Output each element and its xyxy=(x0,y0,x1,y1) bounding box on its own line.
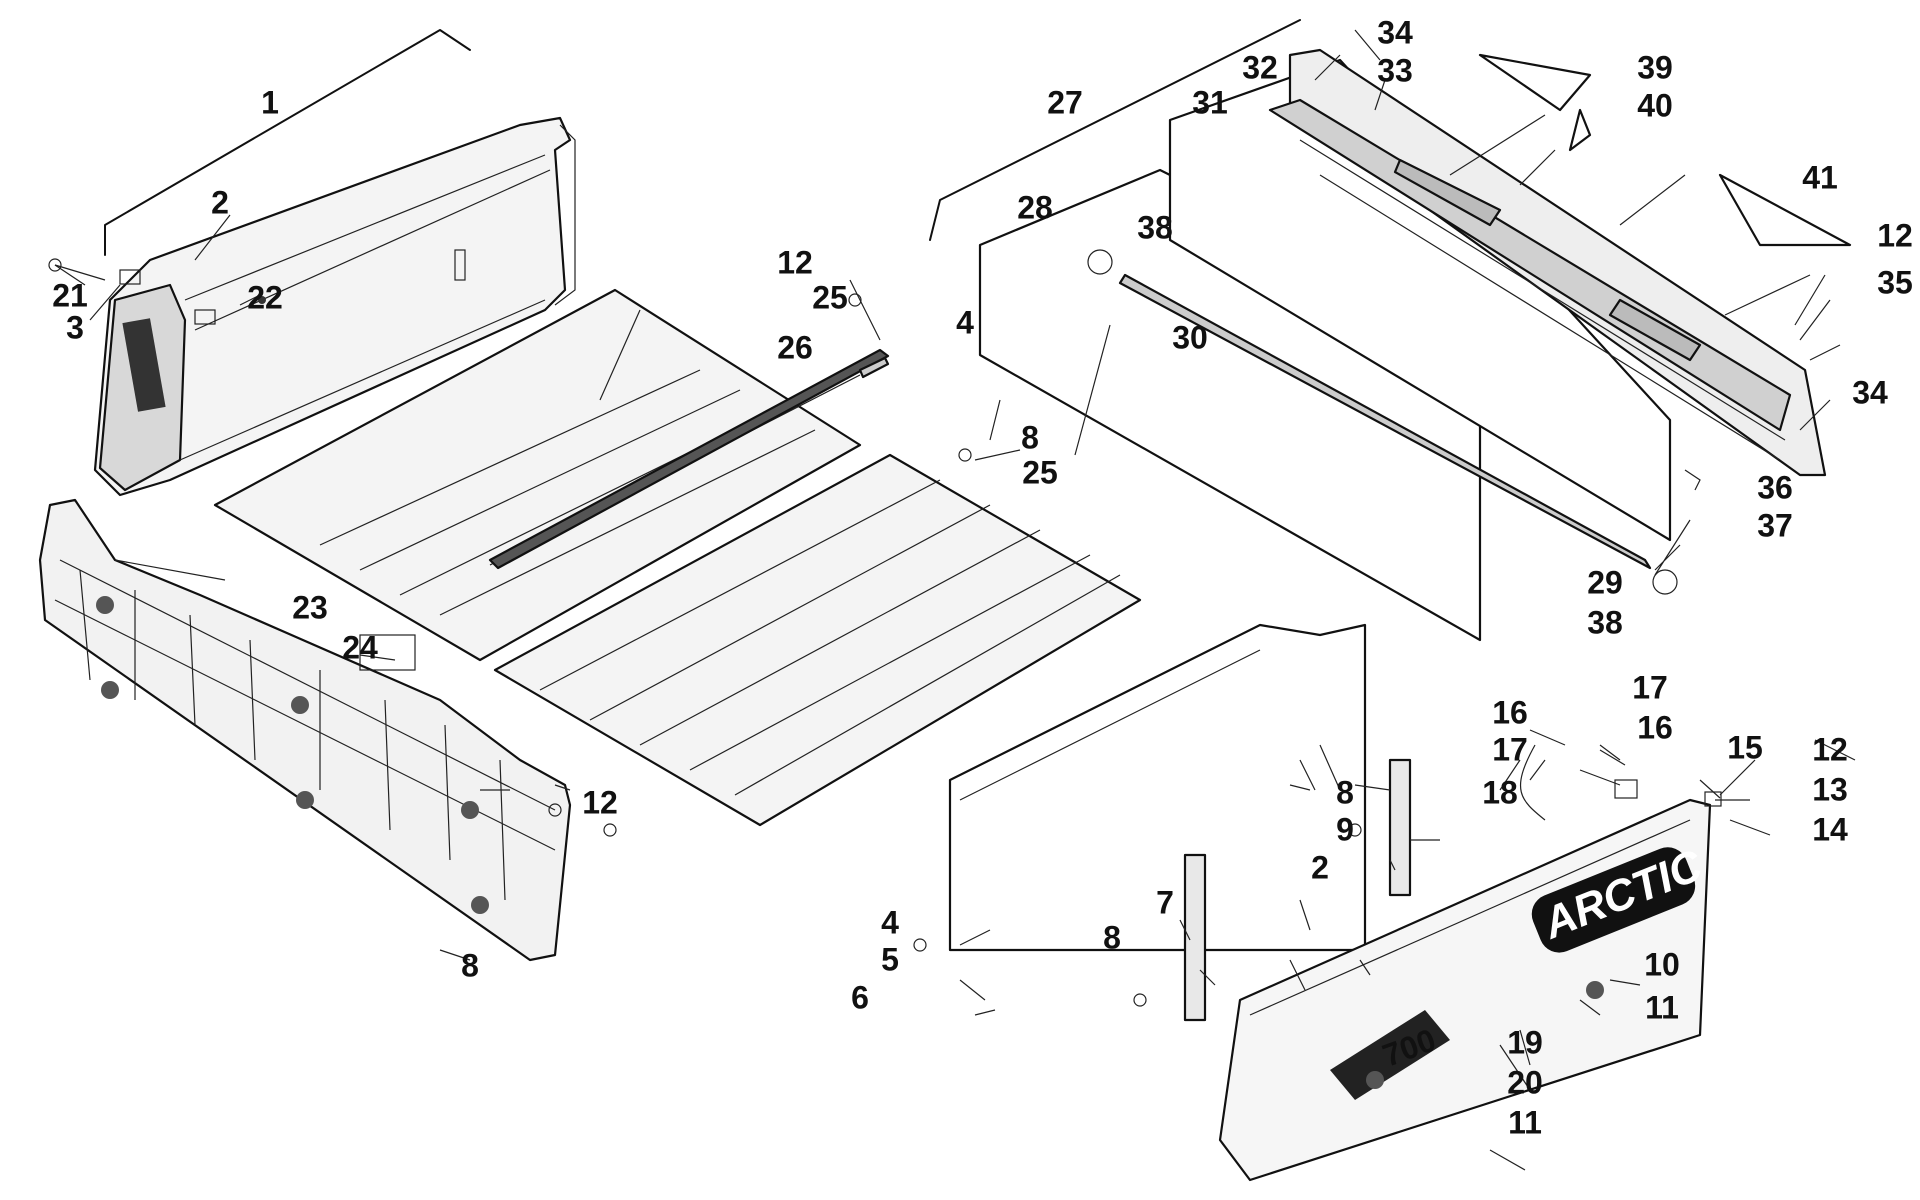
callout-16-b: 16 xyxy=(1637,709,1673,745)
callout-34-b: 34 xyxy=(1852,374,1888,410)
callout-1: 1 xyxy=(261,84,279,120)
callout-11-b: 11 xyxy=(1508,1104,1542,1140)
callout-25-b: 25 xyxy=(1022,454,1058,490)
bed-floor-right xyxy=(493,453,1142,827)
arctic-cat-logo-bg xyxy=(1531,847,1696,953)
callout-5: 5 xyxy=(881,941,899,977)
tailgate-rod xyxy=(1087,249,1678,595)
callout-38-a: 38 xyxy=(1137,209,1173,245)
callout-12-d: 12 xyxy=(582,784,618,820)
callout-26: 26 xyxy=(777,329,813,365)
callout-2-b: 2 xyxy=(1311,849,1329,885)
callout-39: 39 xyxy=(1637,49,1673,85)
callout-32: 32 xyxy=(1242,49,1278,85)
callout-11-a: 11 xyxy=(1645,989,1679,1025)
callout-7: 7 xyxy=(1156,884,1174,920)
tailgate-assembly xyxy=(1268,48,1827,477)
callout-18: 18 xyxy=(1482,774,1518,810)
corner-posts xyxy=(1183,758,1412,1022)
left-front-liner xyxy=(948,623,1367,952)
callout-8-b: 8 xyxy=(1336,774,1354,810)
callout-9: 9 xyxy=(1336,811,1354,847)
callout-19: 19 xyxy=(1507,1024,1543,1060)
callout-30: 30 xyxy=(1172,319,1208,355)
callout-4-b: 4 xyxy=(881,904,899,940)
callout-27: 27 xyxy=(1047,84,1083,120)
callout-14: 14 xyxy=(1812,811,1848,847)
hardware xyxy=(48,258,1856,1007)
callout-4-a: 4 xyxy=(956,304,974,340)
callout-13: 13 xyxy=(1812,771,1848,807)
floor-rail xyxy=(488,348,890,570)
callout-8-a: 8 xyxy=(1021,419,1039,455)
callout-15: 15 xyxy=(1727,729,1763,765)
callout-12-a: 12 xyxy=(777,244,813,280)
callout-8-c: 8 xyxy=(1103,919,1121,955)
callout-labels: 1 2 3 21 22 23 24 25 26 12 8 25 27 28 4 … xyxy=(52,14,1913,1140)
callout-12-b: 12 xyxy=(1877,217,1913,253)
tailgate-decal-stripes xyxy=(1478,53,1852,247)
leader-lines xyxy=(54,29,1841,1171)
callout-20: 20 xyxy=(1507,1064,1543,1100)
callout-16-a: 16 xyxy=(1492,694,1528,730)
callout-31: 31 xyxy=(1192,84,1228,120)
callout-34-a: 34 xyxy=(1377,14,1413,50)
callout-2: 2 xyxy=(211,184,229,220)
callout-33: 33 xyxy=(1377,52,1413,88)
callout-8-d: 8 xyxy=(461,947,479,983)
callout-38-b: 38 xyxy=(1587,604,1623,640)
callout-3: 3 xyxy=(66,309,84,345)
headrack-panel xyxy=(93,29,576,497)
callout-41: 41 xyxy=(1802,159,1838,195)
callout-36: 36 xyxy=(1757,469,1793,505)
callout-22: 22 xyxy=(247,279,283,315)
callout-12-c: 12 xyxy=(1812,731,1848,767)
callout-37: 37 xyxy=(1757,507,1793,543)
callout-25-a: 25 xyxy=(812,279,848,315)
callout-24: 24 xyxy=(342,629,378,665)
callout-23: 23 xyxy=(292,589,328,625)
callout-28: 28 xyxy=(1017,189,1053,225)
callout-17-a: 17 xyxy=(1632,669,1668,705)
callout-40: 40 xyxy=(1637,87,1673,123)
callout-21: 21 xyxy=(52,277,88,313)
callout-17-b: 17 xyxy=(1492,731,1528,767)
callout-10: 10 xyxy=(1644,946,1680,982)
callout-29: 29 xyxy=(1587,564,1623,600)
callout-35: 35 xyxy=(1877,264,1913,300)
callout-6: 6 xyxy=(851,979,869,1015)
